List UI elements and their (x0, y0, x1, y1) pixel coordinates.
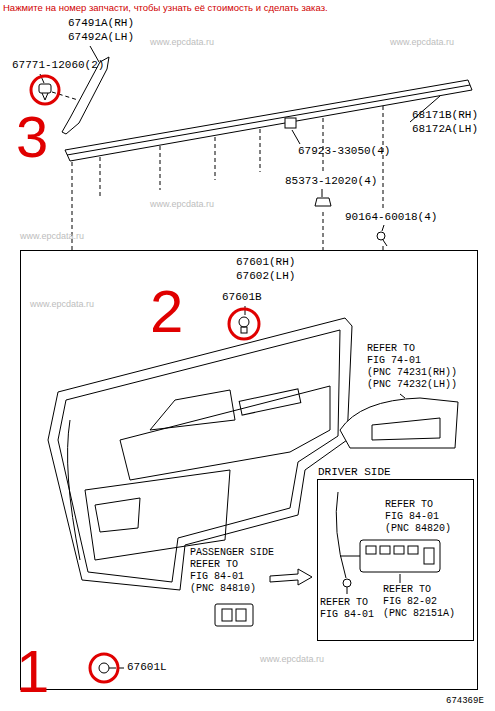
reference-note: FIG 84-01 (190, 572, 244, 582)
reference-note: (PNC 84810) (190, 584, 256, 594)
side-heading: PASSENGER SIDE (190, 548, 274, 558)
leader-line (322, 189, 323, 197)
leader-line (400, 394, 405, 398)
part-number: 68171B(RH) (412, 110, 478, 121)
watermark: www.epcdata.ru (150, 38, 214, 47)
part-number: 67492A(LH) (68, 32, 134, 43)
panel-edge (58, 330, 340, 582)
switch-opening (372, 418, 440, 440)
watermark: www.epcdata.ru (30, 300, 94, 309)
reference-note: REFER TO (367, 344, 415, 354)
belt-moulding-rail (65, 80, 472, 161)
part-number: 68172A(LH) (412, 124, 478, 135)
reference-note: (PNC 82151A) (383, 609, 455, 619)
clip-symbol (39, 84, 51, 100)
door-trim-panel (48, 318, 352, 590)
passenger-switch (215, 604, 253, 626)
leader-line (292, 130, 300, 144)
switch-opening (239, 389, 301, 415)
direction-arrow (270, 569, 312, 585)
reference-note: (PNC 84820) (385, 524, 451, 534)
clip-symbol (315, 198, 331, 206)
dashed-line (72, 106, 383, 250)
reference-note: (PNC 74231(RH)) (367, 368, 457, 378)
part-number: 67491A(RH) (68, 18, 134, 29)
switch-button (236, 609, 246, 621)
part-number: 85373-12020(4) (285, 176, 377, 187)
screw-symbol (239, 317, 249, 333)
map-pocket (85, 470, 230, 560)
figure-code: 674369E (446, 697, 484, 706)
reference-note: FIG 74-01 (367, 356, 421, 366)
switch-base-trim (340, 398, 458, 448)
reference-note: REFER TO (383, 585, 431, 595)
callout-number: 3 (16, 108, 48, 166)
part-number: 90164-60018(4) (345, 212, 437, 223)
door-handle (150, 390, 235, 430)
screw-symbol (377, 232, 387, 246)
screw-symbol (99, 663, 116, 673)
clip-symbol (285, 118, 296, 128)
part-heading: 67601(RH) 67602(LH) (236, 255, 308, 283)
reference-note: FIG 84-01 (320, 610, 374, 620)
rail-edge (67, 85, 470, 155)
reference-note: REFER TO (385, 500, 433, 510)
red-marker-circle (31, 76, 259, 682)
watermark: www.epcdata.ru (150, 200, 214, 209)
leader-line (400, 574, 401, 583)
pocket-detail (95, 498, 140, 532)
panel-edge (68, 420, 80, 560)
watermark: www.epcdata.ru (260, 655, 324, 664)
reference-note: FIG 82-02 (383, 597, 437, 607)
switch-buttons (366, 546, 434, 564)
switch-button (222, 609, 232, 621)
callout-number: 1 (16, 642, 49, 702)
part-number: 67601L (127, 662, 167, 673)
armrest (120, 386, 330, 480)
callout-number: 2 (150, 282, 183, 342)
reference-note: REFER TO (320, 598, 368, 608)
watermark: www.epcdata.ru (20, 232, 84, 241)
wire (336, 492, 346, 578)
reference-note: REFER TO (190, 560, 238, 570)
wire (340, 556, 360, 557)
door-panel-frame: 67601(RH) 67602(LH) DRIVER SIDE (20, 250, 478, 690)
reference-note: FIG 84-01 (385, 512, 439, 522)
part-number: 67771-12060(2) (12, 60, 104, 71)
reference-note: (PNC 74232(LH)) (367, 380, 457, 390)
watermark: www.epcdata.ru (390, 38, 454, 47)
notice-text: Нажмите на номер запчасти, чтобы узнать … (3, 3, 328, 13)
part-number: 67923-33050(4) (298, 146, 390, 157)
power-window-switch (360, 540, 440, 572)
part-number: 67601B (222, 292, 262, 303)
leader-line (382, 225, 384, 231)
part-heading: DRIVER SIDE (318, 465, 418, 479)
screw-symbol (343, 579, 351, 594)
